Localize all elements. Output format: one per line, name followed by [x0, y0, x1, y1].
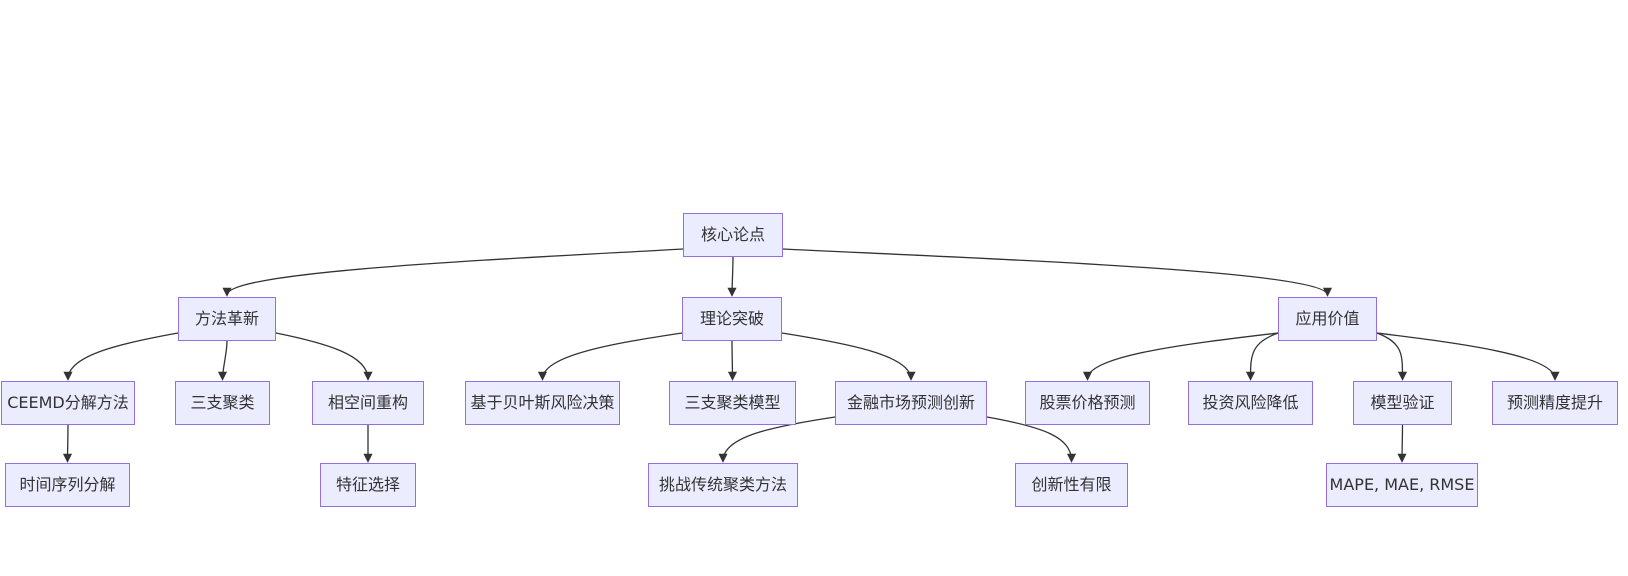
node-phase: 相空间重构: [312, 381, 424, 425]
node-twc-model: 三支聚类模型: [669, 381, 796, 425]
edge-value-to-validation: [1376, 332, 1408, 381]
edge-value-to-accuracy: [1376, 332, 1560, 381]
node-three-way: 三支聚类: [175, 381, 270, 425]
edge-core-to-method: [222, 248, 684, 297]
edge-theory-to-bayes: [537, 332, 683, 381]
edge-theory-to-fin-innov: [781, 332, 916, 381]
edge-method-to-three-way: [217, 340, 228, 381]
node-risk: 投资风险降低: [1188, 381, 1313, 425]
node-metrics: MAPE, MAE, RMSE: [1326, 463, 1478, 507]
node-stock: 股票价格预测: [1025, 381, 1150, 425]
node-bayes: 基于贝叶斯风险决策: [465, 381, 620, 425]
node-validation: 模型验证: [1353, 381, 1452, 425]
node-method: 方法革新: [178, 297, 276, 341]
node-ceemd: CEEMD分解方法: [1, 381, 135, 425]
edge-ceemd-to-ts-decomp: [62, 424, 73, 463]
node-feature: 特征选择: [320, 463, 416, 507]
node-value: 应用价值: [1278, 297, 1377, 341]
node-core: 核心论点: [683, 213, 783, 257]
edge-method-to-phase: [275, 332, 373, 381]
edge-core-to-theory: [727, 256, 737, 297]
node-theory: 理论突破: [682, 297, 782, 341]
edge-value-to-stock: [1082, 332, 1279, 381]
node-limited: 创新性有限: [1015, 463, 1128, 507]
node-ts-decomp: 时间序列分解: [5, 463, 130, 507]
node-challenge: 挑战传统聚类方法: [648, 463, 798, 507]
edge-value-to-risk: [1245, 332, 1279, 381]
edge-method-to-ceemd: [63, 332, 179, 381]
node-fin-innov: 金融市场预测创新: [835, 381, 987, 425]
edge-validation-to-metrics: [1397, 424, 1407, 463]
edge-core-to-value: [782, 248, 1332, 297]
edge-theory-to-twc-model: [727, 340, 738, 381]
node-accuracy: 预测精度提升: [1492, 381, 1618, 425]
